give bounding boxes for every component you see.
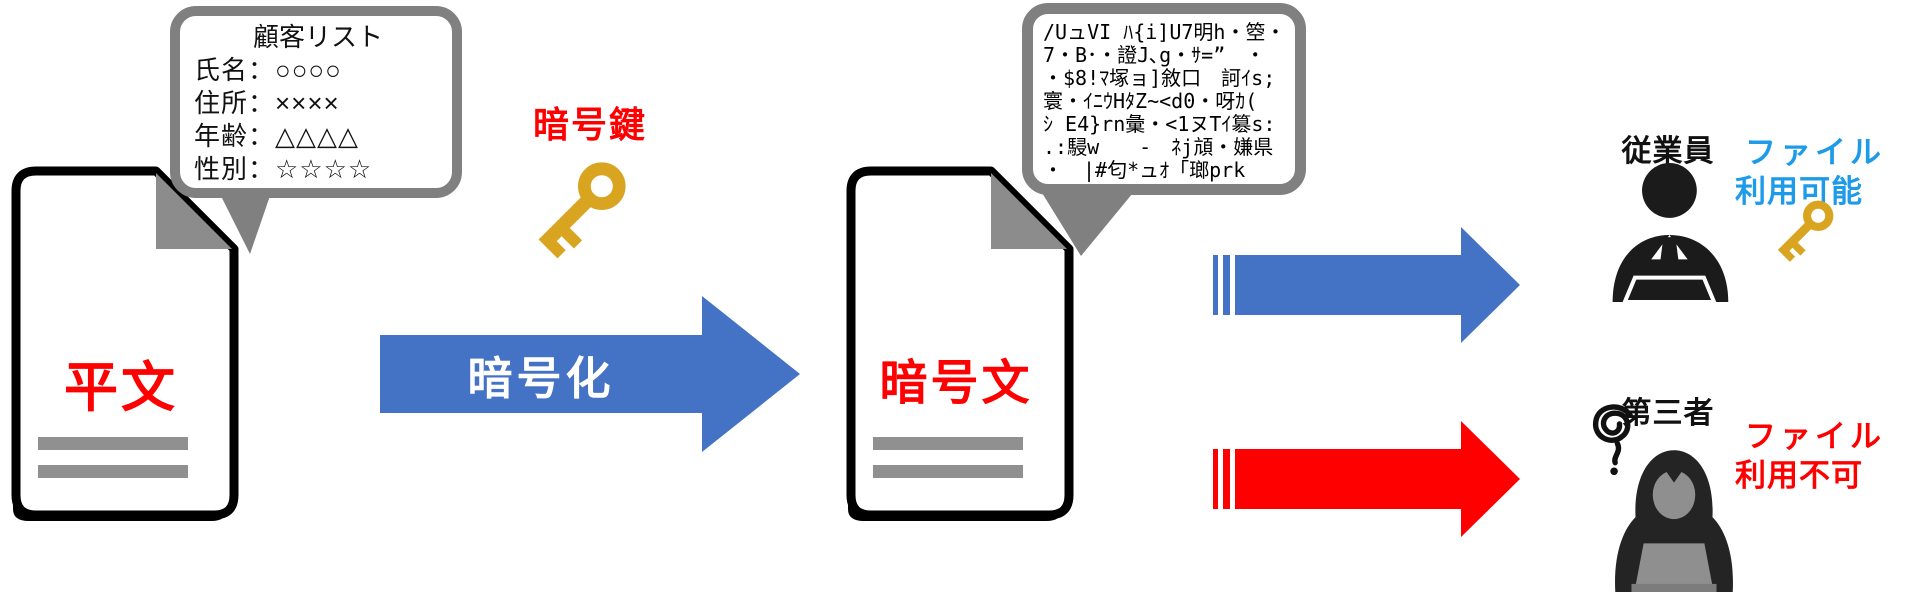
cipher-line: 寰・ｲﾆｳHﾀZ~<d0・呀ｶ( bbox=[1043, 90, 1258, 113]
employee-status: ファイル 利用可能 bbox=[1735, 133, 1885, 211]
text-line-bar bbox=[38, 437, 188, 450]
customer-row-gender: 性別：☆☆☆☆ bbox=[194, 154, 373, 184]
cipher-line: ｼ E4}rn彙・<1ヌTｲ簒s: bbox=[1043, 113, 1276, 136]
office-worker-icon bbox=[1612, 163, 1729, 302]
third-party-status-line2: 利用不可 bbox=[1735, 458, 1863, 493]
third-party-access-arrow bbox=[1213, 421, 1520, 537]
text-line-bar bbox=[873, 465, 1023, 478]
third-party-status: ファイル 利用不可 bbox=[1735, 417, 1885, 495]
encryption-key-icon bbox=[538, 162, 626, 259]
employee-label: 従業員 bbox=[1621, 135, 1715, 168]
text-line-bar bbox=[873, 437, 1023, 450]
cipher-line: .:駸w - ﾈj頏・嫌県 bbox=[1043, 136, 1274, 159]
plaintext-label: 平文 bbox=[64, 358, 178, 418]
confusion-scribble-icon bbox=[1593, 404, 1633, 476]
cipher-line: 7・B･・證J､g・ｻ=” ・ bbox=[1043, 44, 1266, 67]
ciphertext-label: 暗号文 bbox=[879, 357, 1033, 410]
cipher-line: ・$8!ﾏ塚ョ]敘口 訶ｲs; bbox=[1043, 67, 1276, 90]
document-icon bbox=[846, 166, 1074, 521]
customer-list-title: 顧客リスト bbox=[252, 22, 383, 52]
encrypt-arrow-label: 暗号化 bbox=[467, 352, 615, 404]
customer-row-name: 氏名：○○○○ bbox=[194, 55, 342, 85]
employee-status-line2: 利用可能 bbox=[1735, 174, 1863, 209]
encrypt-arrow bbox=[380, 296, 800, 452]
employee-key-icon bbox=[1777, 200, 1834, 262]
plaintext-document: 平文 bbox=[10, 165, 240, 526]
cipher-bubble-tail bbox=[1039, 188, 1137, 256]
text-line-bar bbox=[38, 465, 188, 478]
third-party-label: 第三者 bbox=[1621, 397, 1715, 430]
cipher-line: ・ |#匂*ュｵ「瑯prk bbox=[1043, 159, 1246, 182]
customer-row-age: 年齢：△△△△ bbox=[194, 121, 359, 151]
hooded-hacker-icon bbox=[1615, 450, 1733, 592]
cipher-text-bubble: /UュVI ﾊ{i]U7明h・箜・ 7・B･・證J､g・ｻ=” ・ ・$8!ﾏ塚… bbox=[1022, 3, 1306, 195]
customer-list-bubble: 顧客リスト 氏名：○○○○ 住所：×××× 年齢：△△△△ 性別：☆☆☆☆ bbox=[170, 6, 462, 198]
employee-access-arrow bbox=[1213, 227, 1520, 343]
third-party-status-line1: ファイル bbox=[1745, 419, 1885, 454]
customer-bubble-tail bbox=[218, 190, 272, 254]
ciphertext-document: 暗号文 bbox=[845, 165, 1075, 526]
document-icon bbox=[11, 166, 239, 521]
employee-status-line1: ファイル bbox=[1745, 135, 1885, 170]
customer-row-address: 住所：×××× bbox=[194, 88, 340, 118]
cipher-line: /UュVI ﾊ{i]U7明h・箜・ bbox=[1043, 21, 1286, 44]
encryption-key-label: 暗号鍵 bbox=[532, 104, 647, 145]
